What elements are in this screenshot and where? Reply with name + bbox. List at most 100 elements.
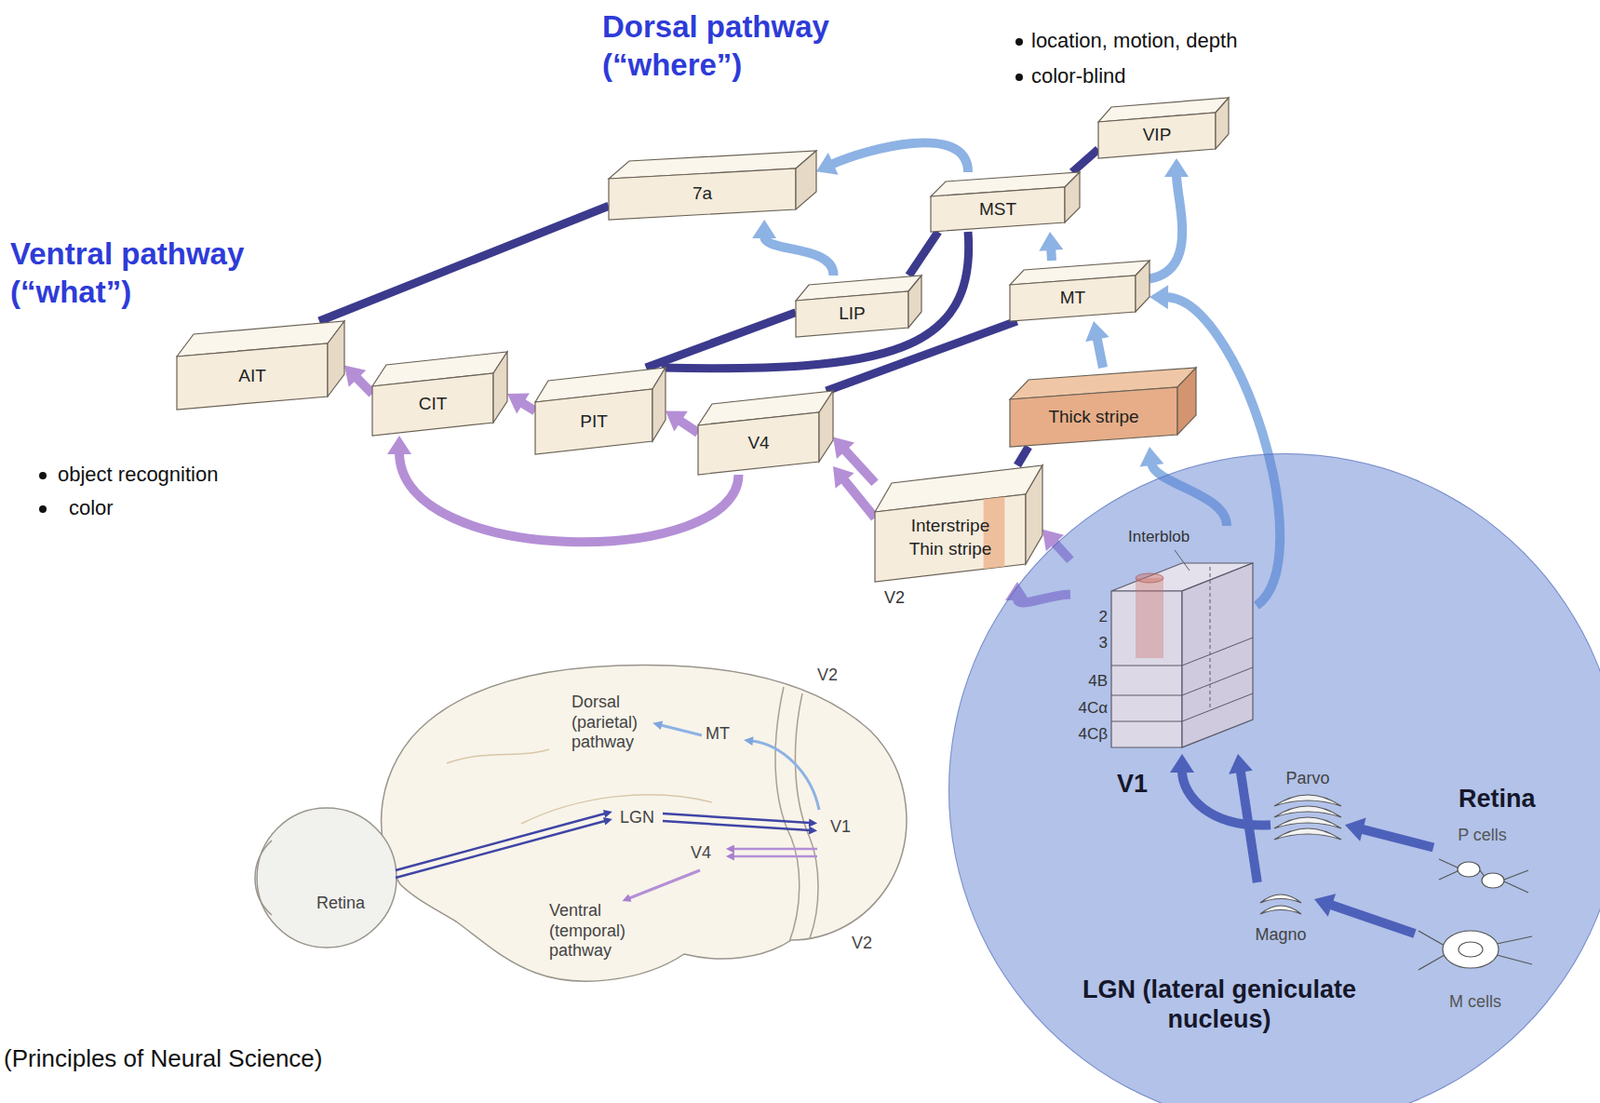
layer-line xyxy=(1182,637,1253,666)
cell-layer xyxy=(1260,894,1302,903)
layer-line xyxy=(1182,693,1253,722)
annotation-label: Dorsal pathway (“where”) xyxy=(602,9,830,82)
v1-v4-arrow xyxy=(733,847,818,851)
cell-layer xyxy=(1274,806,1342,818)
lgn-v1-arrow xyxy=(662,820,810,831)
arrowhead xyxy=(387,435,412,455)
label-area: Thick stripe xyxy=(1009,399,1178,435)
annotation-label: Ventral pathway (“what”) xyxy=(10,236,244,310)
sulcus xyxy=(521,794,713,824)
source-caption: (Principles of Neural Science) xyxy=(3,1044,323,1073)
bullet xyxy=(1015,73,1023,81)
box-outline xyxy=(176,321,345,410)
mt-dorsal-arrow xyxy=(660,725,702,736)
arrowhead xyxy=(1149,284,1169,310)
part-label: Interblob xyxy=(1128,527,1190,546)
connector-line xyxy=(1017,446,1029,466)
annotation-label: object recognition xyxy=(57,462,218,486)
cell-layer xyxy=(1274,794,1342,807)
layer-label: 4B xyxy=(1088,672,1108,690)
annotation-label: V1 xyxy=(830,817,851,836)
box-front-face xyxy=(874,494,1026,582)
annotation-label: color-blind xyxy=(1031,64,1127,88)
layer-label: 3 xyxy=(1099,633,1108,652)
connection-bar xyxy=(1017,446,1029,466)
box-side-face xyxy=(652,367,666,442)
m-cells: M cells xyxy=(1414,912,1536,1020)
box-side-face xyxy=(908,275,922,328)
label-area: CIT xyxy=(372,386,494,423)
label-area: PIT xyxy=(535,402,653,442)
area-box: LIP xyxy=(795,275,922,337)
layer-line xyxy=(1182,667,1253,696)
arrowhead xyxy=(816,152,839,175)
area-box: MST xyxy=(930,172,1080,232)
connector-line xyxy=(356,376,373,394)
connector-line xyxy=(661,231,969,369)
dendrite xyxy=(1504,881,1529,893)
cell-nucleus xyxy=(1458,941,1483,957)
part-label-holder: Magno xyxy=(1247,925,1315,945)
annotation-label-holder: V1 xyxy=(830,817,851,837)
box-front-face xyxy=(1009,275,1136,322)
annotation-label-holder: Dorsal pathway (“where”) xyxy=(602,7,863,85)
pathway-arrow xyxy=(507,392,536,414)
box-front-face xyxy=(608,168,796,220)
pathway-arrow xyxy=(833,466,875,518)
region-title: LGN (lateral geniculate nucleus) xyxy=(1082,975,1357,1034)
connector-line xyxy=(645,312,796,368)
annotation-label-holder: object recognition xyxy=(57,462,218,487)
annotation-label: V2 xyxy=(817,665,838,685)
area-box: CIT xyxy=(372,351,508,436)
pathway-arrow xyxy=(344,365,373,395)
connector-line xyxy=(831,142,969,173)
part-label: P cells xyxy=(1457,825,1507,845)
area-box: Thick stripe xyxy=(1009,367,1197,447)
area-box: VIP xyxy=(1098,97,1229,159)
area-box: MT xyxy=(1009,260,1150,322)
connection-bar xyxy=(645,312,796,368)
box-label: Interstripe xyxy=(911,515,990,538)
cell-body xyxy=(1481,873,1505,888)
bullets xyxy=(39,38,1023,513)
dendrite xyxy=(1418,930,1445,946)
v1-v2-border xyxy=(794,693,819,939)
annotation-label-holder: V2 xyxy=(817,665,838,686)
connector-line xyxy=(399,452,740,542)
connector-line xyxy=(1072,148,1099,173)
area-box: 7a xyxy=(608,150,817,220)
box-label: MT xyxy=(1060,287,1086,310)
box-side-face xyxy=(795,150,817,210)
annotation-label: color xyxy=(68,496,114,520)
layer-label-holder: 4Cβ xyxy=(1070,725,1108,744)
pathway-arrow xyxy=(1085,321,1109,368)
arrowhead xyxy=(1164,158,1189,177)
box-label: PIT xyxy=(579,411,608,433)
dendrite xyxy=(1438,870,1460,880)
annotation-label: MT xyxy=(705,724,730,743)
annotation-label-holder: LGN xyxy=(619,807,655,828)
part-label: Parvo xyxy=(1285,768,1330,788)
layer-line xyxy=(1111,665,1183,667)
annotation-label: V4 xyxy=(690,843,712,862)
annotation-label-holder: V2 xyxy=(851,933,873,954)
annotation-label-holder: V2 xyxy=(884,588,905,608)
layer-label: 4Cβ xyxy=(1077,725,1108,743)
annotation-label-holder: Retina xyxy=(316,893,365,914)
connection-bar xyxy=(319,205,609,322)
box-label: AIT xyxy=(238,365,267,388)
arrowhead xyxy=(833,466,855,489)
label-area: InterstripeThin stripe xyxy=(874,511,1026,565)
box-front-face xyxy=(1098,112,1216,159)
v1-cube-drawing xyxy=(1070,525,1257,754)
box-outline xyxy=(372,351,508,436)
magno-layers: Magno xyxy=(1247,882,1315,950)
layer-label: 4Cα xyxy=(1077,699,1108,717)
bullet xyxy=(1015,38,1023,46)
cell-layer xyxy=(1260,905,1302,915)
annotation-label-holder: Ventral pathway (“what”) xyxy=(10,234,290,312)
area-title: V1 xyxy=(1116,769,1148,798)
blob-cylinder xyxy=(1135,578,1164,659)
annotation-label: location, motion, depth xyxy=(1031,28,1237,53)
